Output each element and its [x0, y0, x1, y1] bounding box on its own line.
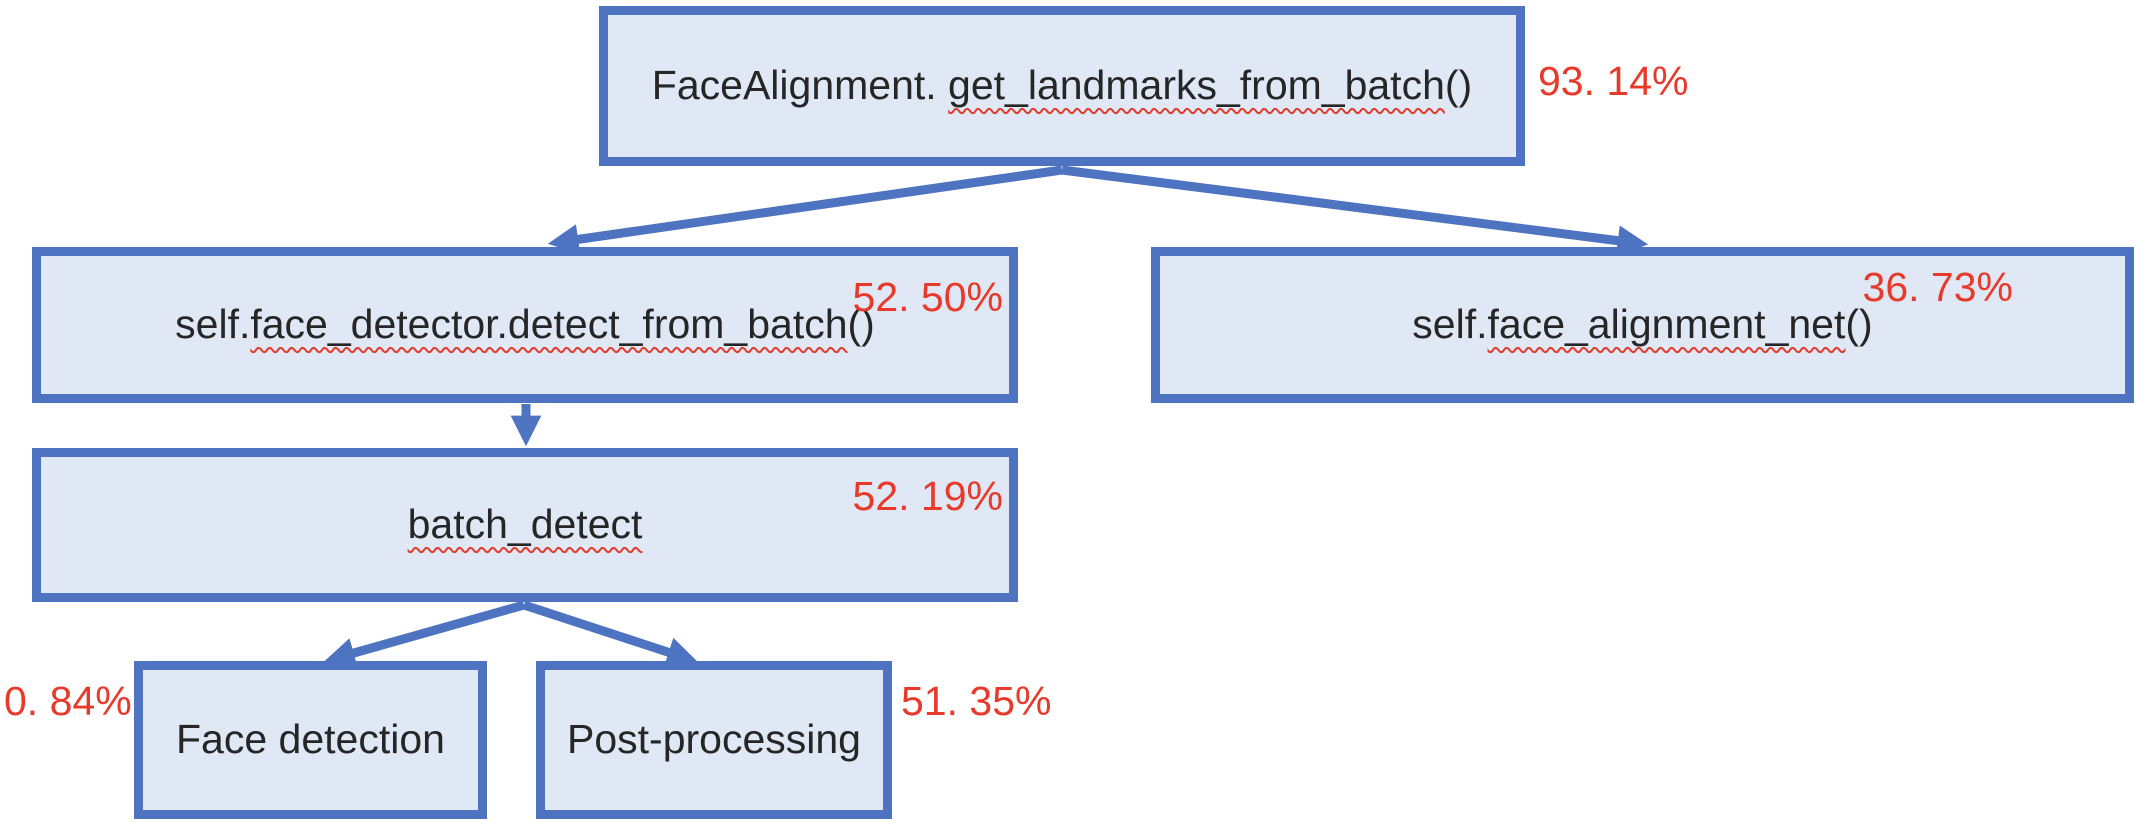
- batch-detect-label: batch_detect: [407, 501, 643, 548]
- node-post-processing: Post-processing: [536, 661, 892, 819]
- node-detect-from-batch: self.face_detector.detect_from_batch() 5…: [32, 247, 1018, 403]
- node-get-landmarks-from-batch: FaceAlignment. get_landmarks_from_batch(…: [599, 6, 1525, 166]
- arrow-root-to-detect-from-batch: [547, 165, 1063, 255]
- face-detection-label: Face detection: [176, 716, 445, 763]
- post-processing-label: Post-processing: [567, 716, 861, 763]
- detect-from-batch-label: self.face_detector.detect_from_batch(): [175, 301, 875, 348]
- arrow-batch-detect-to-face-detection: [324, 600, 526, 668]
- face-alignment-net-label: self.face_alignment_net(): [1412, 301, 1873, 348]
- node-face-detection: Face detection: [134, 661, 487, 819]
- node-batch-detect: batch_detect 52. 19%: [32, 448, 1018, 602]
- node-face-alignment-net: self.face_alignment_net() 36. 73%: [1151, 247, 2134, 403]
- post-processing-percent: 51. 35%: [901, 678, 1052, 724]
- detect-from-batch-percent: 52. 50%: [852, 274, 1003, 320]
- arrow-root-to-face-alignment-net: [1061, 165, 1649, 256]
- arrow-batch-detect-to-post-processing: [522, 600, 698, 667]
- face-alignment-net-percent: 36. 73%: [1862, 264, 2013, 310]
- get-landmarks-label: FaceAlignment. get_landmarks_from_batch(…: [651, 62, 1473, 109]
- get-landmarks-percent: 93. 14%: [1538, 58, 1689, 104]
- batch-detect-percent: 52. 19%: [852, 473, 1003, 519]
- face-detection-percent: 0. 84%: [4, 678, 132, 724]
